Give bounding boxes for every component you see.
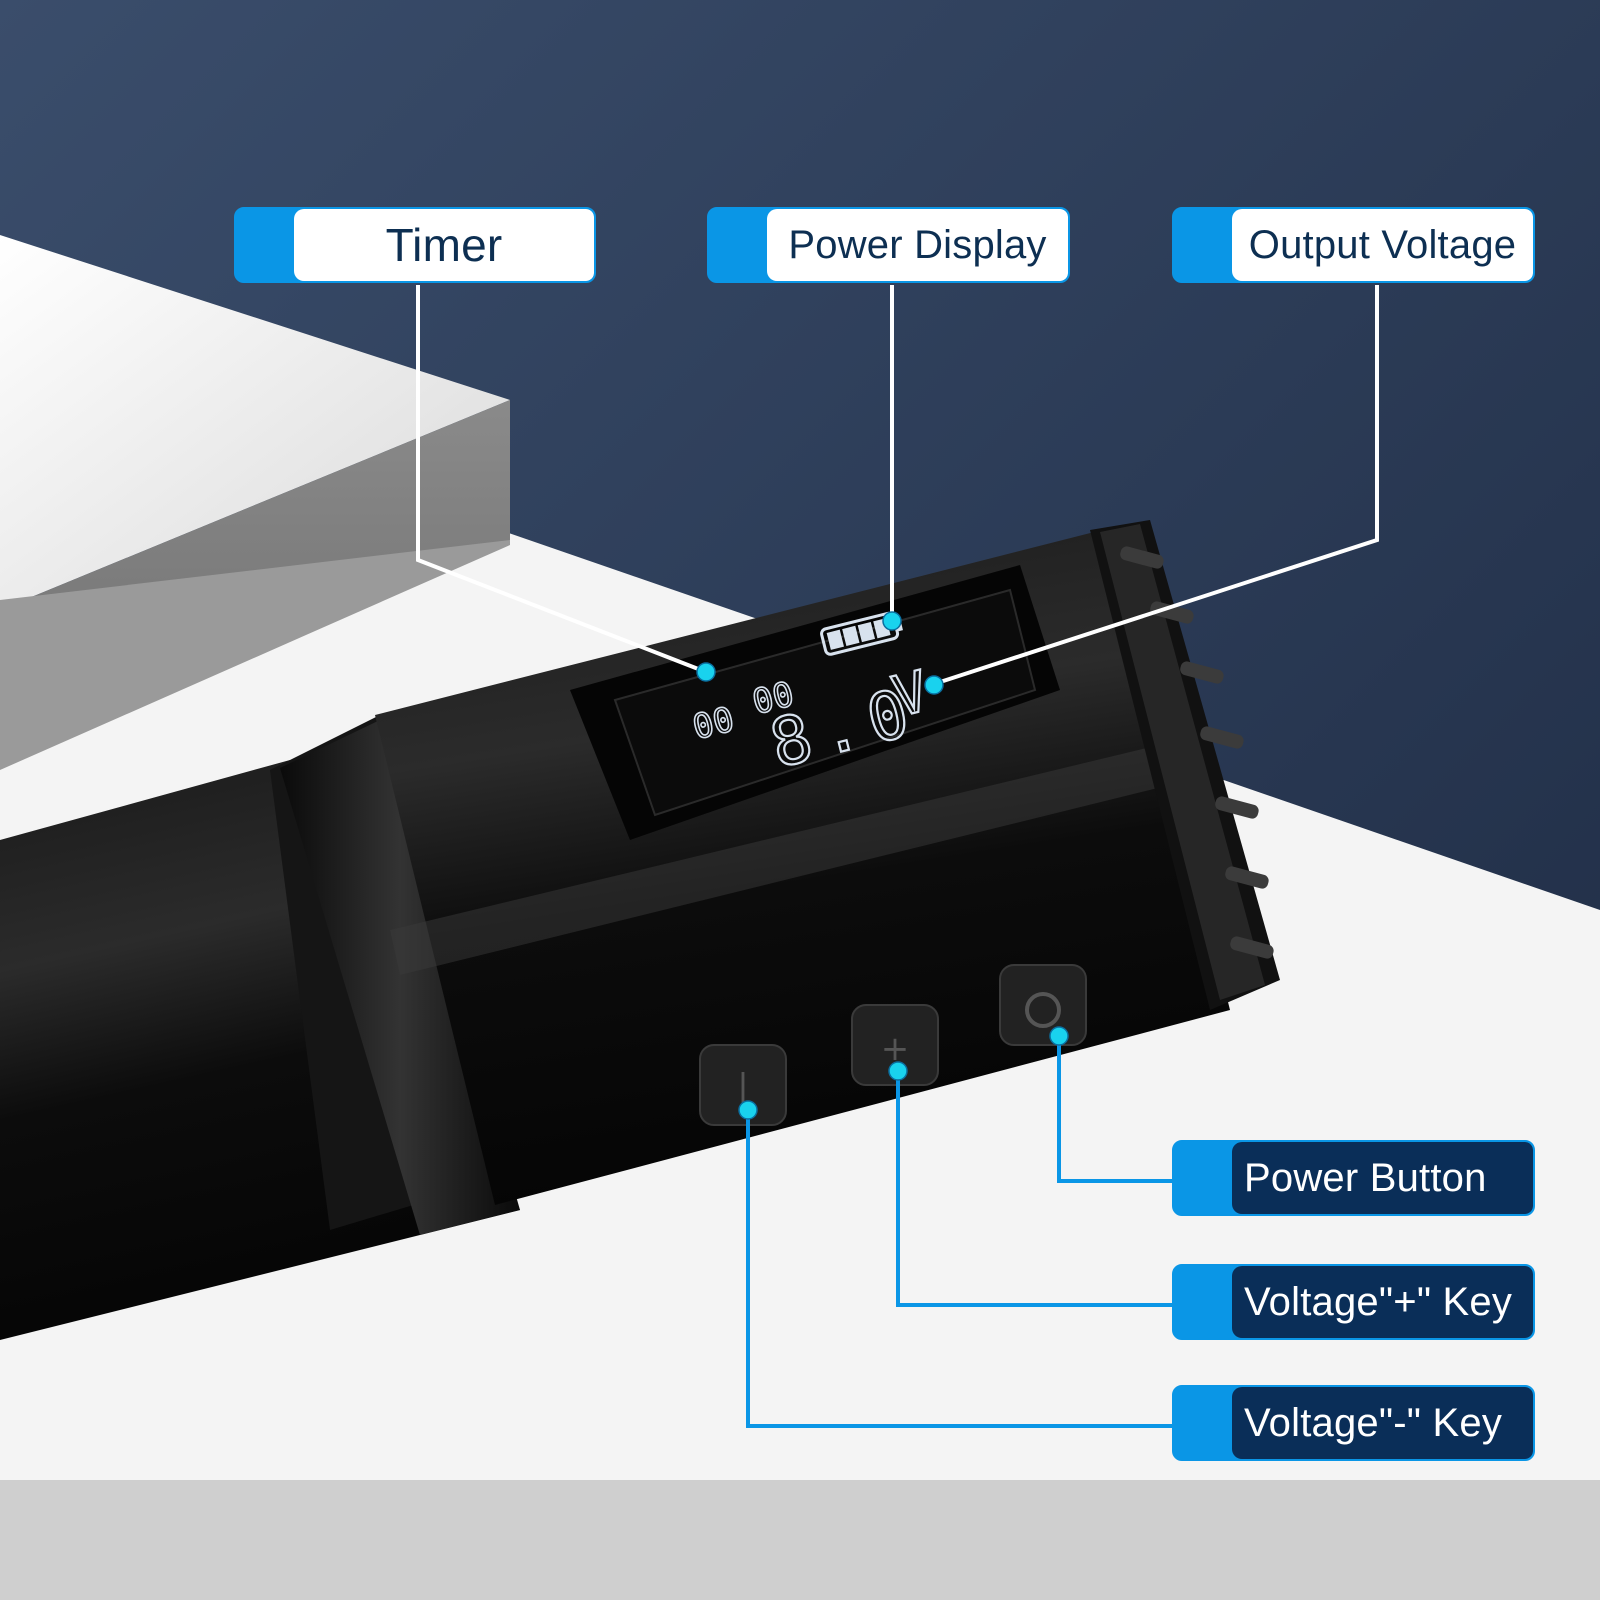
bottom-leaders: [746, 1036, 1175, 1428]
tattoo-pen: + |: [0, 520, 1280, 1340]
minus-glyph: |: [737, 1067, 748, 1107]
output-voltage-label-text: Output Voltage: [1248, 222, 1517, 267]
voltage-minus-label-text: Voltage"-" Key: [1244, 1400, 1503, 1445]
box-top: [0, 235, 510, 610]
voltage-minus-marker: [738, 1100, 758, 1120]
power-display-label: Power Display: [707, 207, 1070, 283]
power-button-marker: [1049, 1026, 1069, 1046]
battery-cell: [857, 621, 876, 643]
timer-label-text: Timer: [385, 219, 503, 271]
output-voltage-leader: [933, 285, 1379, 686]
markers: [696, 611, 1069, 1120]
voltage-plus-marker: [888, 1061, 908, 1081]
timer-label: Timer: [234, 207, 596, 283]
top-leaders: [416, 285, 1379, 686]
voltage-plus-label: Voltage"+" Key: [1172, 1264, 1535, 1340]
power-button-label-text: Power Button: [1244, 1155, 1487, 1200]
power-icon: [1025, 992, 1061, 1028]
battery-cell: [842, 625, 860, 647]
floor-strip: [0, 1480, 1600, 1600]
timer-leader: [416, 285, 707, 674]
voltage-minus-label: Voltage"-" Key: [1172, 1385, 1535, 1461]
output-voltage-label: Output Voltage: [1172, 207, 1535, 283]
grip-ring: [280, 720, 520, 1235]
power-button[interactable]: [999, 964, 1087, 1046]
voltage-plus-label-text: Voltage"+" Key: [1244, 1279, 1513, 1324]
voltage-minus-button[interactable]: [699, 1044, 787, 1126]
output-voltage-marker: [924, 675, 944, 695]
timer-marker: [696, 662, 716, 682]
voltage-plus-button[interactable]: [851, 1004, 939, 1086]
battery-cell: [826, 629, 844, 650]
power-display-label-text: Power Display: [788, 222, 1047, 267]
power-display-marker: [882, 611, 902, 631]
voltage-plus-leader: [896, 1071, 1175, 1307]
power-button-leader: [1057, 1036, 1175, 1183]
box-front: [0, 540, 510, 770]
power-button-label: Power Button: [1172, 1140, 1535, 1216]
voltage-minus-leader: [746, 1110, 1175, 1428]
